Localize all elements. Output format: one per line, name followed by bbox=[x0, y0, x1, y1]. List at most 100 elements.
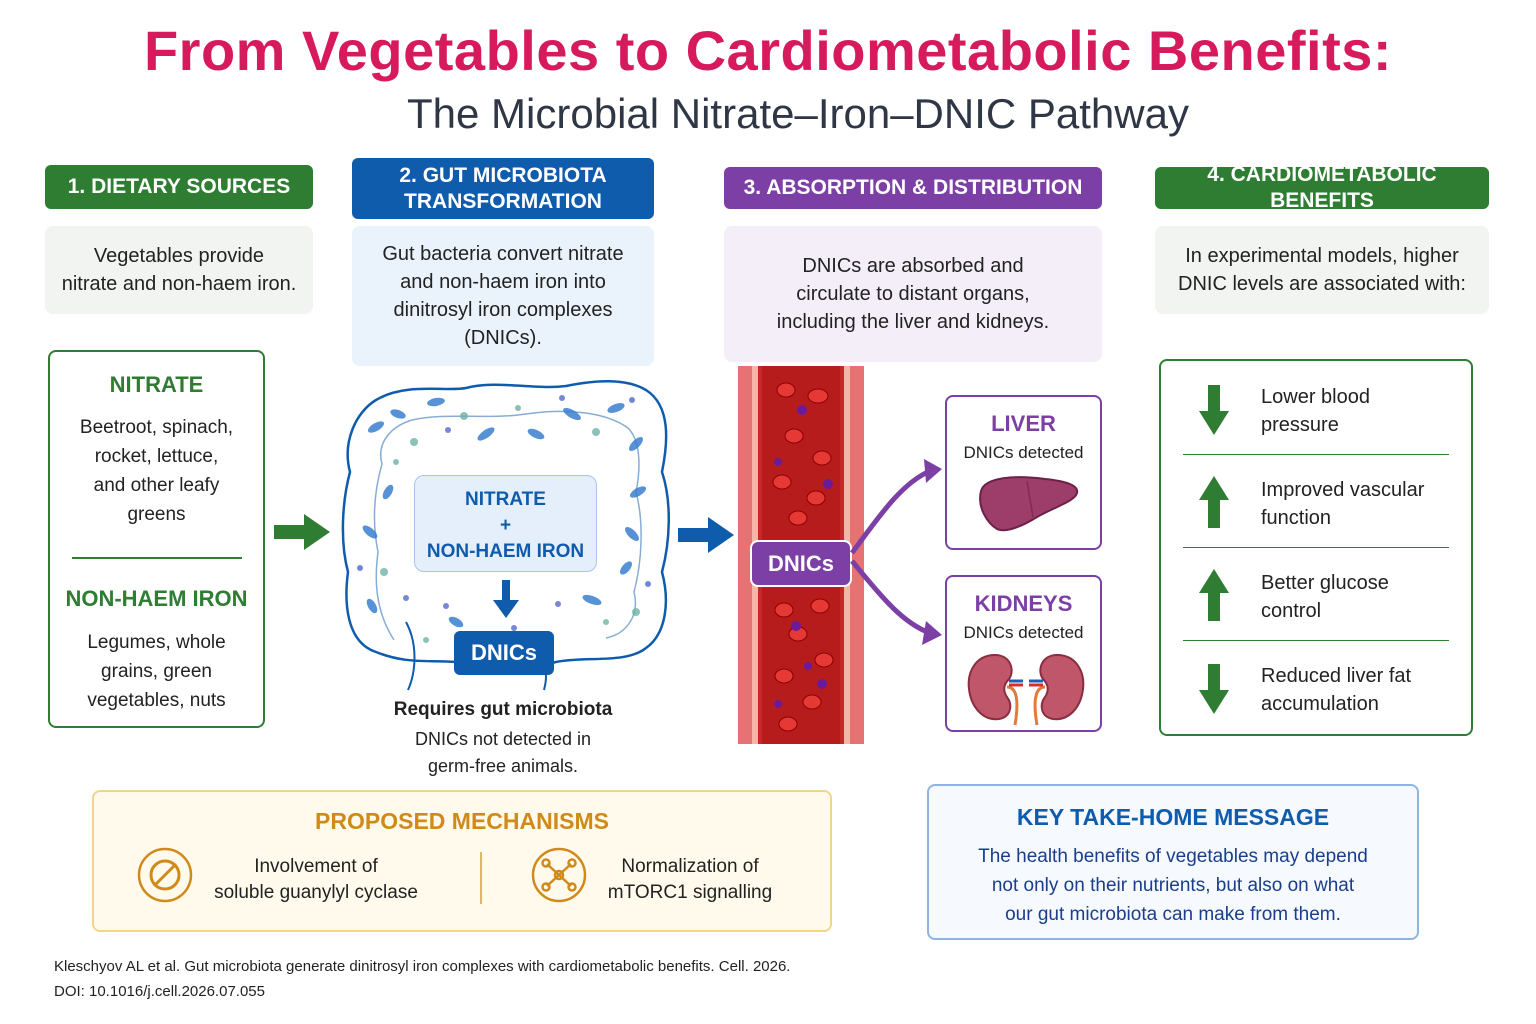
step3-description: DNICs are absorbed and circulate to dist… bbox=[724, 226, 1102, 362]
nitrate-title: NITRATE bbox=[109, 372, 204, 397]
take-home-title: KEY TAKE-HOME MESSAGE bbox=[1016, 804, 1330, 830]
arrow-up-icon bbox=[1199, 569, 1229, 621]
benefit-divider bbox=[1183, 454, 1449, 455]
step4-desc-line: DNIC levels are associated with: bbox=[1178, 273, 1466, 295]
dnics-circulating-badge: DNICs bbox=[750, 540, 852, 587]
substrate-line: + bbox=[499, 515, 512, 536]
step2-desc-line: Gut bacteria convert nitrate bbox=[382, 243, 624, 265]
benefit-label: Lower blood pressure bbox=[1261, 383, 1370, 439]
mechanism-line: mTORC1 signalling bbox=[607, 882, 773, 903]
iron-source-line: Legumes, whole bbox=[87, 632, 226, 653]
mechanism-divider bbox=[480, 852, 482, 904]
step3-desc-line: including the liver and kidneys. bbox=[776, 311, 1050, 333]
germ-free-note: DNICs not detected in germ-free animals. bbox=[342, 726, 664, 780]
mechanism-line: Normalization of bbox=[621, 856, 759, 877]
mechanisms-title: PROPOSED MECHANISMS bbox=[315, 808, 609, 834]
nitrate-source-line: Beetroot, spinach, bbox=[79, 417, 234, 438]
arrow-right-icon bbox=[274, 514, 330, 550]
step4-description: In experimental models, higher DNIC leve… bbox=[1155, 226, 1489, 314]
arrow-up-icon bbox=[1199, 476, 1229, 528]
iron-sources: Legumes, whole grains, green vegetables,… bbox=[50, 628, 263, 715]
nitrate-source-line: greens bbox=[127, 504, 186, 525]
step4-header: 4. CARDIOMETABOLIC BENEFITS bbox=[1155, 163, 1489, 212]
step3-header: 3. ABSORPTION & DISTRIBUTION bbox=[724, 167, 1102, 209]
page-title: From Vegetables to Cardiometabolic Benef… bbox=[143, 19, 1393, 82]
card-divider bbox=[72, 557, 242, 559]
benefit-item: Lower blood pressure bbox=[1161, 365, 1471, 457]
benefit-line: accumulation bbox=[1261, 693, 1379, 715]
take-home-text: The health benefits of vegetables may de… bbox=[929, 842, 1417, 929]
take-home-line: not only on their nutrients, but also on… bbox=[991, 875, 1355, 896]
doi: DOI: 10.1016/j.cell.2026.07.055 bbox=[54, 983, 265, 1000]
benefit-label: Better glucose control bbox=[1261, 569, 1389, 625]
kidneys-card: KIDNEYS DNICs detected bbox=[945, 575, 1102, 732]
mechanism-line: Involvement of bbox=[254, 856, 378, 877]
signalling-network-icon bbox=[531, 847, 587, 903]
benefit-item: Better glucose control bbox=[1161, 551, 1471, 643]
benefit-line: control bbox=[1261, 600, 1322, 622]
benefit-line: Lower blood bbox=[1261, 386, 1370, 408]
benefit-line: Reduced liver fat bbox=[1261, 665, 1412, 687]
step1-header: 1. DIETARY SOURCES bbox=[45, 165, 313, 209]
guanylyl-cyclase-icon bbox=[137, 847, 193, 903]
nitrate-source-line: and other leafy bbox=[93, 475, 220, 496]
kidneys-title: KIDNEYS bbox=[974, 591, 1073, 616]
distribution-arrows bbox=[849, 459, 942, 645]
dietary-sources-card: NITRATE Beetroot, spinach, rocket, lettu… bbox=[48, 350, 265, 728]
step4-desc-line: In experimental models, higher bbox=[1185, 245, 1459, 267]
arrow-right-icon bbox=[678, 517, 734, 553]
benefit-line: function bbox=[1261, 507, 1332, 529]
benefit-line: Better glucose bbox=[1261, 572, 1389, 594]
substrate-line: NON-HAEM IRON bbox=[426, 541, 585, 562]
mechanism-item-text: Involvement of soluble guanylyl cyclase bbox=[206, 854, 426, 906]
substrate-label: NITRATE + NON-HAEM IRON bbox=[415, 487, 596, 565]
benefit-divider bbox=[1183, 640, 1449, 641]
step3-desc-line: circulate to distant organs, bbox=[796, 283, 1030, 305]
benefit-item: Improved vascular function bbox=[1161, 458, 1471, 550]
dnics-product-badge: DNICs bbox=[454, 631, 554, 675]
citation: Kleschyov AL et al. Gut microbiota gener… bbox=[54, 958, 791, 975]
take-home-line: our gut microbiota can make from them. bbox=[1005, 904, 1341, 925]
step2-header-line: 2. GUT MICROBIOTA bbox=[399, 163, 607, 187]
benefit-line: Improved vascular bbox=[1261, 479, 1425, 501]
page-subtitle: The Microbial Nitrate–Iron–DNIC Pathway bbox=[407, 90, 1189, 137]
kidneys-status: DNICs detected bbox=[963, 623, 1084, 642]
mechanism-line: soluble guanylyl cyclase bbox=[214, 882, 418, 903]
step1-desc-line: nitrate and non-haem iron. bbox=[61, 273, 297, 295]
step2-desc-line: dinitrosyl iron complexes bbox=[393, 299, 613, 321]
iron-source-line: vegetables, nuts bbox=[87, 690, 226, 711]
substrate-line: NITRATE bbox=[465, 489, 546, 510]
step1-desc-line: Vegetables provide bbox=[93, 245, 265, 267]
proposed-mechanisms-box: PROPOSED MECHANISMS Involvement of solub… bbox=[92, 790, 832, 932]
step1-description: Vegetables provide nitrate and non-haem … bbox=[45, 226, 313, 314]
benefit-label: Improved vascular function bbox=[1261, 476, 1424, 532]
arrow-down-icon bbox=[1199, 664, 1229, 714]
step2-header-line: TRANSFORMATION bbox=[404, 189, 602, 213]
step2-desc-line: (DNICs). bbox=[464, 327, 542, 349]
step3-desc-line: DNICs are absorbed and bbox=[802, 255, 1024, 277]
step2-header: 2. GUT MICROBIOTA TRANSFORMATION bbox=[352, 158, 654, 219]
benefit-divider bbox=[1183, 547, 1449, 548]
germ-free-note-line: germ-free animals. bbox=[427, 756, 579, 776]
requires-microbiota-label: Requires gut microbiota bbox=[393, 699, 613, 720]
liver-status: DNICs detected bbox=[963, 443, 1084, 462]
liver-card: LIVER DNICs detected bbox=[945, 395, 1102, 550]
non-haem-iron-title: NON-HAEM IRON bbox=[65, 586, 248, 611]
substrate-box: NITRATE + NON-HAEM IRON bbox=[414, 475, 597, 572]
iron-source-line: grains, green bbox=[101, 661, 212, 682]
take-home-line: The health benefits of vegetables may de… bbox=[978, 846, 1368, 867]
benefit-item: Reduced liver fat accumulation bbox=[1161, 644, 1471, 736]
benefit-line: pressure bbox=[1261, 414, 1339, 436]
nitrate-sources: Beetroot, spinach, rocket, lettuce, and … bbox=[50, 413, 263, 529]
mechanism-item-text: Normalization of mTORC1 signalling bbox=[590, 854, 790, 906]
benefits-card: Lower blood pressure Improved vascular f… bbox=[1159, 359, 1473, 736]
nitrate-source-line: rocket, lettuce, bbox=[94, 446, 219, 467]
liver-title: LIVER bbox=[991, 411, 1056, 436]
liver-icon bbox=[979, 476, 1079, 532]
benefit-label: Reduced liver fat accumulation bbox=[1261, 662, 1411, 718]
arrow-down-icon bbox=[1199, 385, 1229, 435]
kidneys-icon bbox=[967, 653, 1085, 726]
arrow-down-icon bbox=[493, 580, 519, 618]
take-home-message-box: KEY TAKE-HOME MESSAGE The health benefit… bbox=[927, 784, 1419, 940]
step2-desc-line: and non-haem iron into bbox=[400, 271, 606, 293]
